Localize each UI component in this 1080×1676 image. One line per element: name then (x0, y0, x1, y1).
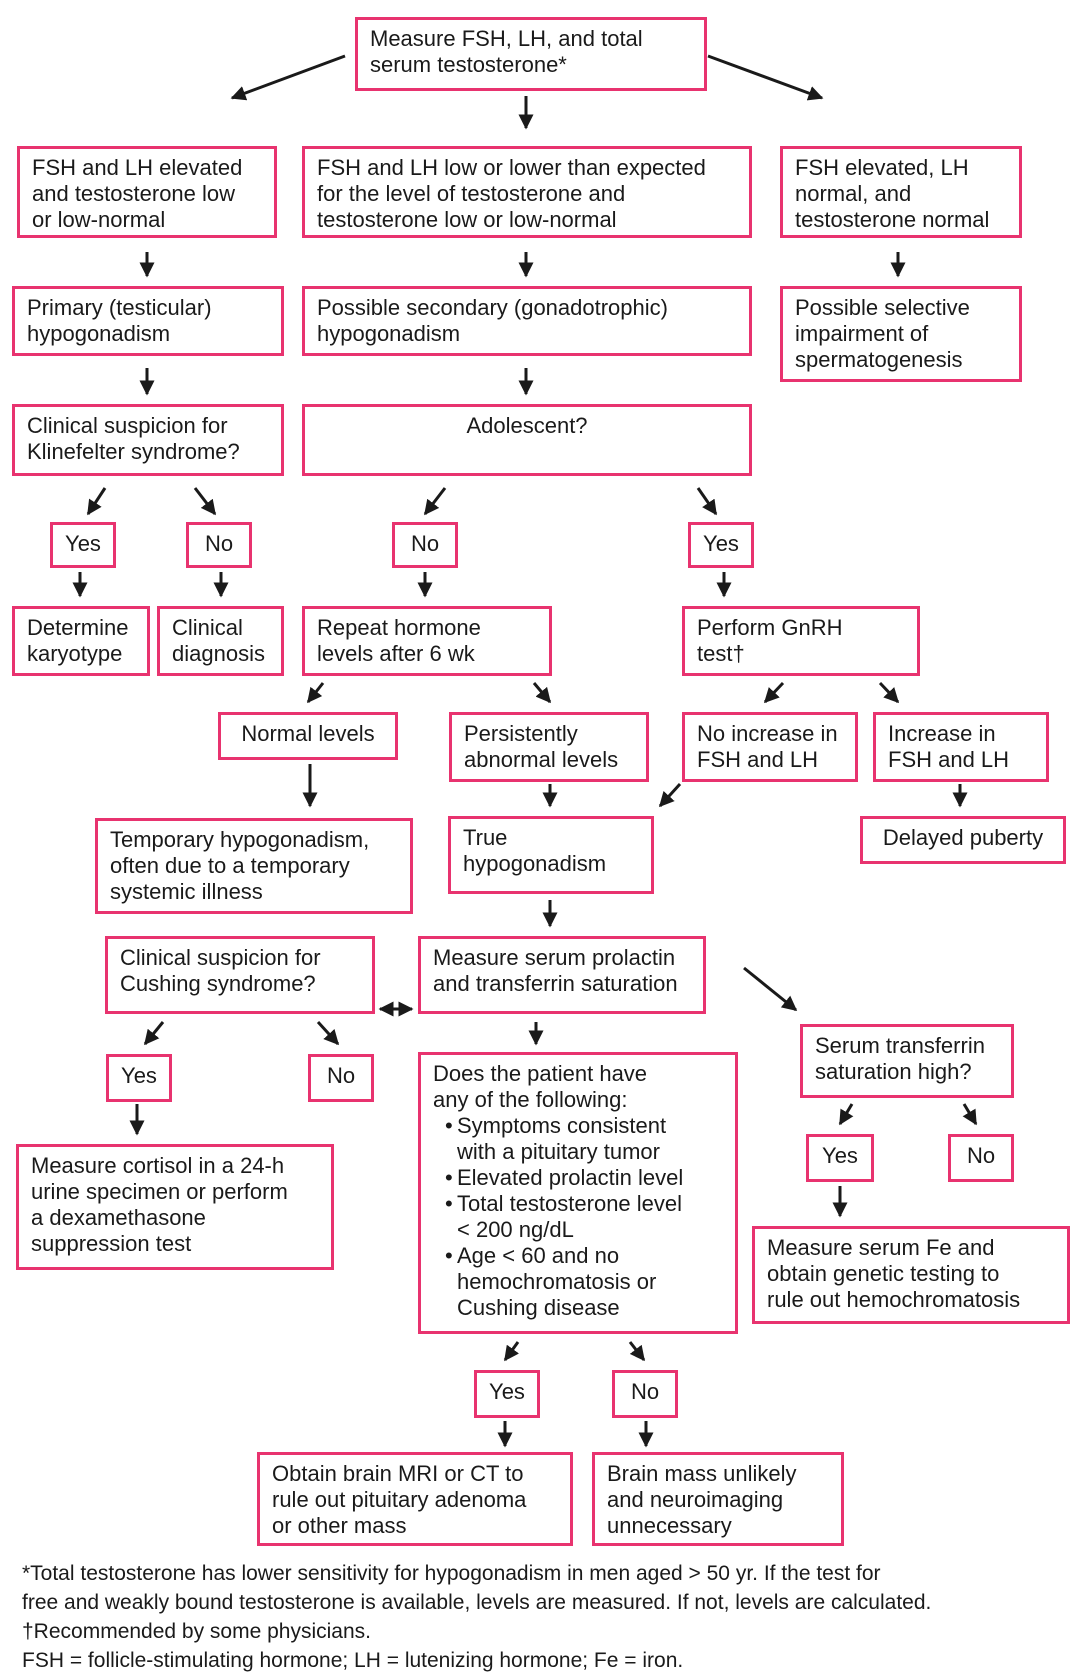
arrow (763, 681, 785, 704)
clinical-diagnosis-node: Clinical diagnosis (157, 606, 284, 676)
arrow (423, 487, 447, 516)
measure-prolactin-node: Measure serum prolactin and transferrin … (418, 936, 706, 1014)
measure-cortisol-node: Measure cortisol in a 24-h urine specime… (16, 1144, 334, 1270)
arrow (743, 966, 798, 1012)
determine-karyotype-node: Determine karyotype (12, 606, 150, 676)
measure-fsh-lh-testosterone-node: Measure FSH, LH, and total serum testost… (355, 17, 707, 91)
arrow (306, 682, 325, 704)
adolescent-yes-node: Yes (688, 522, 754, 568)
klinefelter-suspicion-node: Clinical suspicion for Klinefelter syndr… (12, 404, 284, 476)
temporary-hypogonadism-node: Temporary hypogonadism, often due to a t… (95, 818, 413, 914)
adolescent-no-node: No (392, 522, 458, 568)
pituitary-no-node: No (612, 1370, 678, 1418)
transferrin-saturation-node: Serum transferrin saturation high? (800, 1024, 1014, 1098)
selective-impairment-node: Possible selective impairment of spermat… (780, 286, 1022, 382)
fsh-lh-elevated-node: FSH and LH elevated and testosterone low… (17, 146, 277, 238)
pituitary-criteria-node: Does the patient have any of the followi… (418, 1052, 738, 1334)
arrow (143, 1021, 165, 1046)
arrow (86, 487, 107, 516)
criteria-question: Does the patient have any of the followi… (433, 1061, 648, 1112)
footnote-recommended: †Recommended by some physicians. (22, 1620, 372, 1643)
true-hypogonadism-node: True hypogonadism (448, 816, 654, 894)
pituitary-yes-node: Yes (474, 1370, 540, 1418)
brain-mri-node: Obtain brain MRI or CT to rule out pitui… (257, 1452, 573, 1546)
fsh-lh-low-node: FSH and LH low or lower than expected fo… (302, 146, 752, 238)
transferrin-no-node: No (948, 1134, 1014, 1182)
transferrin-yes-node: Yes (806, 1134, 874, 1182)
klinefelter-no-node: No (186, 522, 252, 568)
cushing-no-node: No (308, 1054, 374, 1102)
primary-hypogonadism-node: Primary (testicular) hypogonadism (12, 286, 284, 356)
arrow (532, 682, 552, 704)
adolescent-question-node: Adolescent? (302, 404, 752, 476)
measure-serum-fe-node: Measure serum Fe and obtain genetic test… (752, 1226, 1070, 1324)
arrow (193, 487, 217, 516)
no-increase-fsh-lh-node: No increase in FSH and LH (682, 712, 858, 782)
normal-levels-node: Normal levels (218, 712, 398, 760)
footnote-free-testosterone: free and weakly bound testosterone is av… (22, 1591, 932, 1614)
criteria-list: Symptoms consistent with a pituitary tum… (433, 1113, 723, 1321)
arrow (658, 782, 682, 808)
criteria-item: Age < 60 and no hemochromatosis or Cushi… (445, 1243, 723, 1321)
persistently-abnormal-node: Persistently abnormal levels (449, 712, 649, 782)
arrow (230, 54, 346, 101)
arrow (878, 681, 900, 704)
arrow (628, 1341, 646, 1362)
criteria-item: Total testosterone level < 200 ng/dL (445, 1191, 723, 1243)
footnote-abbreviations: FSH = follicle-stimulating hormone; LH =… (22, 1649, 684, 1672)
delayed-puberty-node: Delayed puberty (860, 816, 1066, 864)
arrow (696, 487, 718, 516)
cushing-yes-node: Yes (106, 1054, 172, 1102)
footnote-total-testosterone: *Total testosterone has lower sensitivit… (22, 1562, 881, 1585)
arrow (503, 1341, 520, 1362)
arrow (838, 1103, 854, 1126)
gnrh-test-node: Perform GnRH test† (682, 606, 920, 676)
cushing-suspicion-node: Clinical suspicion for Cushing syndrome? (105, 936, 375, 1014)
arrow (962, 1103, 978, 1126)
fsh-elevated-lh-normal-node: FSH elevated, LH normal, and testosteron… (780, 146, 1022, 238)
klinefelter-yes-node: Yes (50, 522, 116, 568)
arrow (316, 1020, 340, 1046)
repeat-hormone-levels-node: Repeat hormone levels after 6 wk (302, 606, 552, 676)
brain-mass-unlikely-node: Brain mass unlikely and neuroimaging unn… (592, 1452, 844, 1546)
increase-fsh-lh-node: Increase in FSH and LH (873, 712, 1049, 782)
secondary-hypogonadism-node: Possible secondary (gonadotrophic) hypog… (302, 286, 752, 356)
arrow (707, 54, 824, 101)
criteria-item: Symptoms consistent with a pituitary tum… (445, 1113, 723, 1165)
criteria-item: Elevated prolactin level (445, 1165, 723, 1191)
